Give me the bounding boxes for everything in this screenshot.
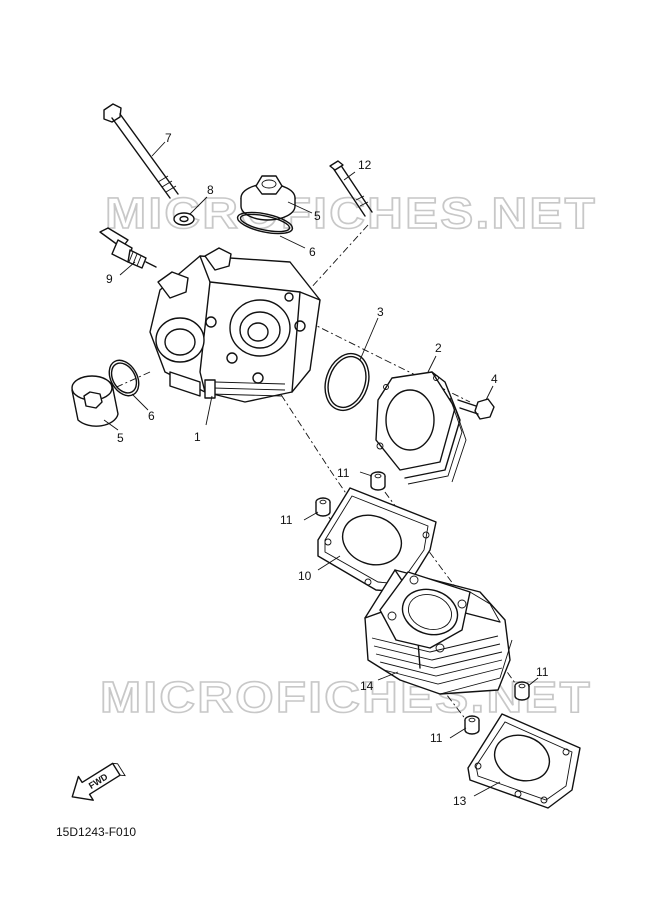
callout-2: 2 [435,341,442,355]
bolt-7 [103,103,179,199]
callout-4: 4 [491,372,498,386]
callout-3: 3 [377,305,384,319]
watermark-bottom: MICROFICHES.NET [100,673,592,722]
callout-14: 13 [453,794,467,808]
callout-10: 10 [298,569,312,583]
callout-8: 8 [207,183,214,197]
cylinder-head-1 [149,247,321,403]
leader-lines [103,141,539,797]
callout-11-b: 11 [280,513,293,527]
base-gasket-14 [467,713,581,809]
washer-8 [173,212,195,226]
cylinder-13 [364,569,513,695]
callout-11-d: 11 [430,731,443,745]
callout-6-left: 6 [148,409,155,423]
callout-7: 7 [165,131,172,145]
tappet-cover-5-left [71,375,119,427]
tappet-cover-5-top [240,175,296,221]
fwd-arrow-icon: FWD [71,762,126,801]
o-ring-6-left [108,359,140,397]
callout-5-left: 5 [117,431,124,445]
callout-labels: 7 8 9 12 5 6 3 2 4 1 6 5 11 11 10 14 11 … [106,131,549,808]
callout-11-c: 11 [536,665,549,679]
callout-12: 12 [358,158,372,172]
callout-1: 1 [194,430,201,444]
callout-13: 14 [360,679,374,693]
stud-bolt-12 [329,160,373,217]
side-cover-2 [375,371,467,485]
o-ring-6-top [236,211,294,235]
callout-5-top: 5 [314,209,321,223]
dowel-pins-11 [315,471,530,735]
bolt-4 [457,398,495,420]
callout-11-a: 11 [337,466,350,480]
callout-6-top: 6 [309,245,316,259]
o-ring-3 [324,352,370,412]
head-gasket-10 [317,487,437,594]
spark-plug-9 [99,227,157,269]
callout-9: 9 [106,272,113,286]
diagram-code: 15D1243-F010 [56,825,136,839]
